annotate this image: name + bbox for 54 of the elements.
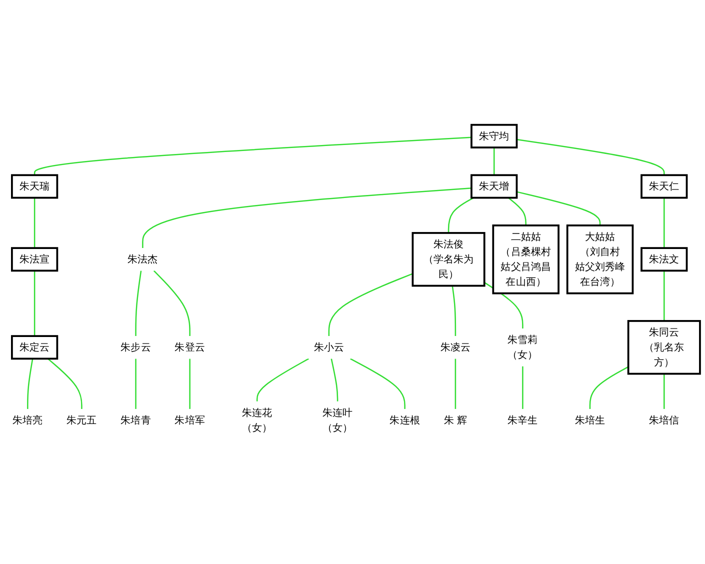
node-text: 朱连花（女） — [242, 406, 272, 434]
connector — [142, 187, 472, 248]
connector — [328, 273, 413, 336]
connector — [189, 358, 190, 409]
connector — [664, 270, 665, 321]
connector — [34, 136, 472, 176]
node-text: 朱凌云 — [440, 341, 471, 354]
node-text: 朱 辉 — [444, 414, 468, 426]
connector — [350, 358, 406, 409]
connector — [256, 358, 310, 402]
connector — [522, 366, 524, 409]
node-text: 朱元五 — [66, 414, 97, 426]
node-text: 朱培生 — [574, 414, 606, 426]
node-box: 朱同云 （乳名东方） — [627, 320, 701, 375]
node-text: 朱辛生 — [508, 414, 538, 426]
connector — [34, 198, 36, 248]
node-text: 朱步云 — [120, 341, 151, 354]
connector — [452, 286, 456, 336]
connector — [664, 374, 665, 409]
node-text: 朱连根 — [390, 414, 420, 426]
connector — [448, 197, 474, 233]
node-box: 朱法宣 — [11, 247, 58, 272]
node-text: 朱雪莉（女） — [508, 334, 538, 361]
connector — [330, 358, 338, 402]
connector — [516, 138, 665, 176]
node-box: 朱法俊 （学名朱为民） — [412, 232, 486, 287]
node-box: 朱天增 — [470, 174, 518, 199]
node-box: 朱守均 — [470, 124, 518, 148]
node-box: 朱定云 — [11, 335, 58, 360]
connector — [454, 358, 456, 409]
connector — [47, 358, 82, 409]
connector — [493, 147, 495, 176]
node-text: 朱培亮 — [12, 414, 43, 426]
connector — [664, 198, 665, 248]
connector — [135, 270, 142, 336]
connector — [34, 270, 36, 336]
node-box: 朱天仁 — [640, 174, 688, 199]
node-text: 朱小云 — [314, 341, 344, 354]
connector — [589, 366, 629, 409]
node-text: 朱培军 — [174, 414, 205, 426]
connector — [27, 358, 34, 409]
connector — [508, 197, 526, 226]
node-box: 朱天瑞 — [11, 174, 58, 199]
node-text: 朱登云 — [174, 341, 205, 354]
node-box: 大姑姑 （刘自村 姑父刘秀峰 在台湾） — [566, 224, 634, 294]
node-text: 朱法杰 — [128, 253, 158, 266]
node-text: 朱培青 — [120, 414, 151, 426]
connector — [516, 191, 601, 226]
node-text: 朱培信 — [649, 414, 680, 426]
node-box: 朱法文 — [640, 247, 688, 272]
connector — [153, 270, 190, 336]
connector — [135, 358, 136, 409]
node-text: 朱连叶（女） — [322, 406, 353, 434]
node-box: 二姑姑 （吕桑棵村 姑父吕鸿昌 在山西） — [492, 224, 560, 294]
